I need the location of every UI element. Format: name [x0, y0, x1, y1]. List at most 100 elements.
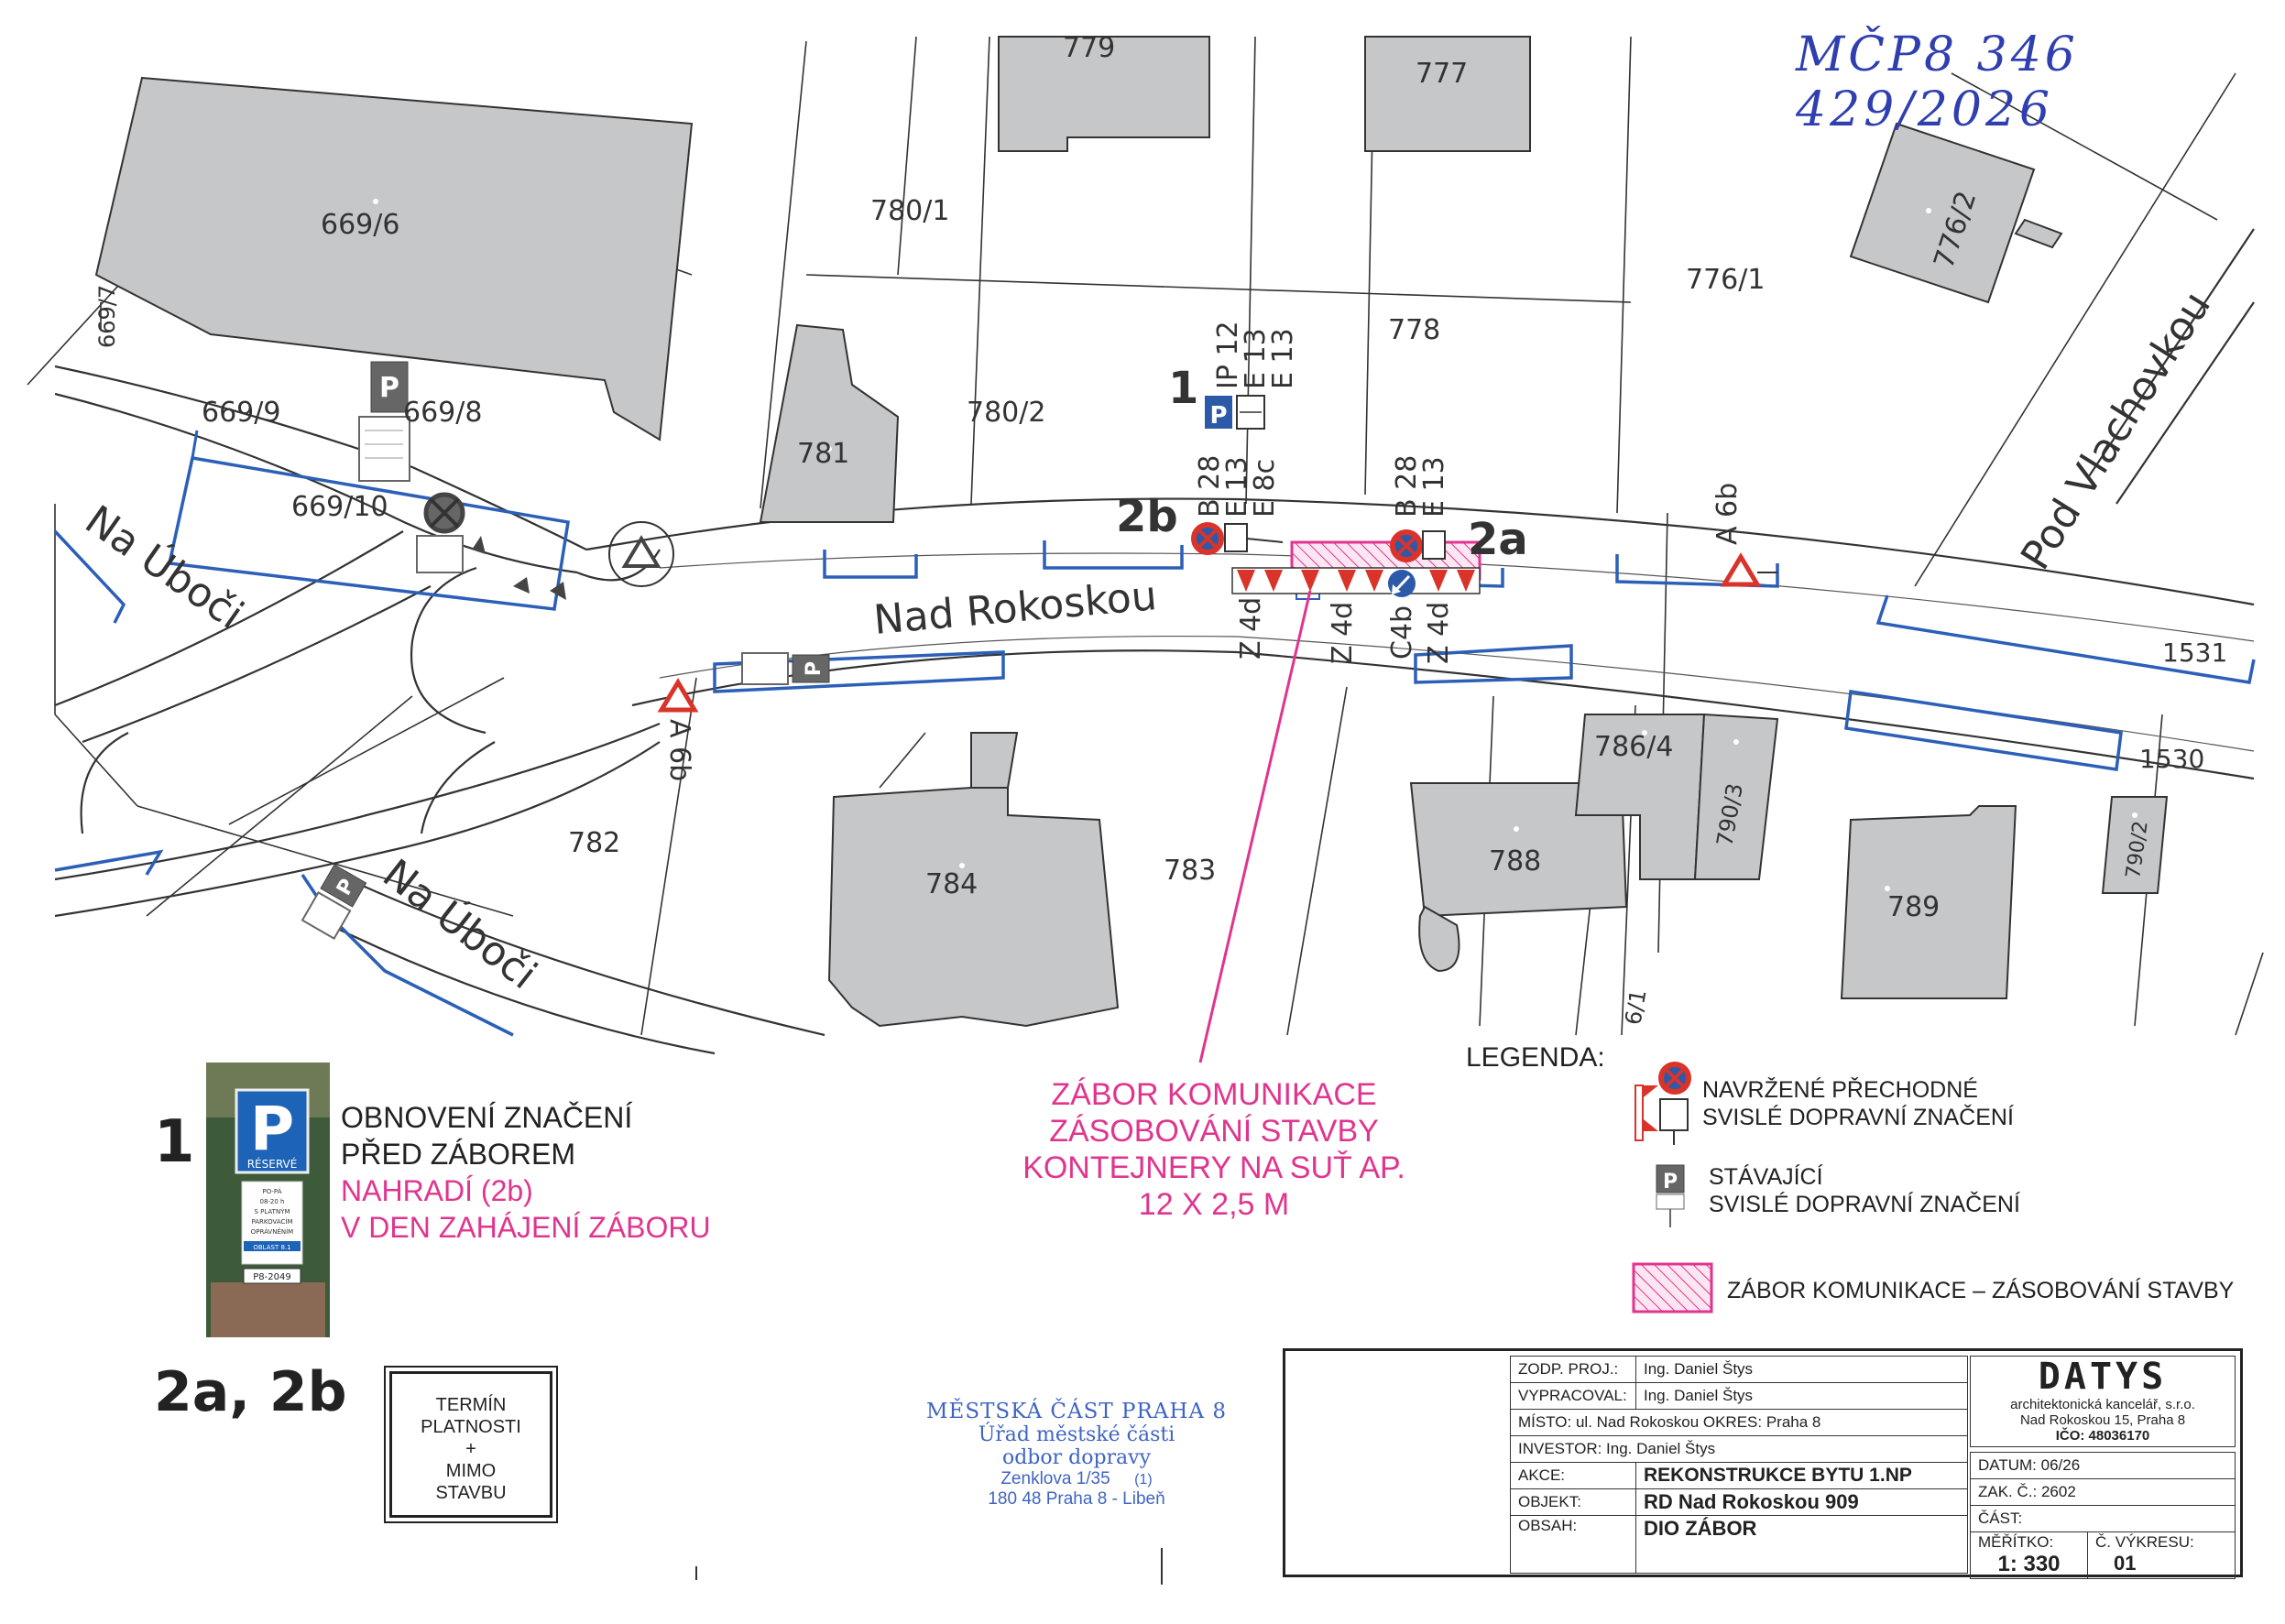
svg-text:1531: 1531 [2162, 638, 2227, 668]
box-line-3: + [465, 1439, 476, 1459]
svg-text:776/1: 776/1 [1686, 264, 1765, 296]
svg-text:778: 778 [1388, 314, 1440, 346]
box-line-2: PLATNOSTI [421, 1417, 521, 1437]
stamp-line-5: 180 48 Praha 8 - Libeň [988, 1489, 1165, 1509]
vyprac-value: Ing. Daniel Štys [1635, 1382, 1968, 1410]
callout-leader [1198, 590, 1312, 1063]
svg-text:669/6: 669/6 [321, 209, 399, 241]
photo-plate-line-1: PO-PÁ [262, 1187, 281, 1195]
photo-p-letter: P [250, 1094, 294, 1164]
svg-text:P: P [1663, 1171, 1678, 1193]
objekt-value: RD Nad Rokoskou 909 [1635, 1488, 1968, 1516]
cislo-cell: Č. VÝKRESU: 01 [2087, 1531, 2236, 1579]
company-line-1: architektonická kancelář, s.r.o. [2010, 1397, 2195, 1412]
p-letter: P [1209, 402, 1227, 430]
svg-text:669/7: 669/7 [94, 285, 120, 348]
callout-line-2: ZÁSOBOVÁNÍ STAVBY [1049, 1114, 1379, 1149]
stamp-line-3: odbor dopravy [1001, 1446, 1152, 1469]
svg-text:781: 781 [797, 438, 849, 470]
legend-existing-line-1: STÁVAJÍCÍ [1709, 1164, 1823, 1190]
stamp-line-1: MĚSTSKÁ ČÁST PRAHA 8 [926, 1400, 1227, 1423]
group2a-label: 2a [1468, 514, 1528, 565]
street-nad-rokoskou: Nad Rokoskou [872, 572, 1159, 644]
photo-plate-line-4: PARKOVACÍM [251, 1217, 292, 1226]
note1-number: 1 [154, 1108, 195, 1176]
note1-line-3: NAHRADÍ (2b) [341, 1174, 533, 1207]
title-block-right: DATUM: 06/26 ZAK. Č.: 2602 ČÁST: MĚŘÍTKO… [1969, 1452, 2236, 1579]
note2-label: 2a, 2b [154, 1360, 347, 1424]
sign-z4d-3: Z 4d [1423, 602, 1455, 664]
svg-text:669/8: 669/8 [403, 397, 482, 429]
sign-e13-b: E 13 [1267, 328, 1299, 389]
cislo-value: 01 [2114, 1552, 2137, 1575]
callout-line-3: KONTEJNERY NA SUŤ AP. [1022, 1150, 1405, 1185]
zodp-value: Ing. Daniel Štys [1635, 1356, 1968, 1383]
svg-text:784: 784 [925, 868, 978, 900]
legend-title: LEGENDA: [1466, 1042, 1605, 1073]
parcel-labels: 669/6 669/7 669/9 669/8 669/10 780/1 780… [94, 32, 2227, 1027]
legend-item-closure: ZÁBOR KOMUNIKACE – ZÁSOBOVÁNÍ STAVBY [1727, 1278, 2235, 1303]
zak-cell: ZAK. Č.: 2602 [1970, 1478, 2236, 1506]
note1-line-2: PŘED ZÁBOREM [341, 1138, 576, 1171]
box-line-4: MIMO [445, 1461, 497, 1481]
meritko-value: 1: 330 [1997, 1552, 2061, 1576]
warning-sign-a6b-bottom [657, 678, 699, 713]
svg-text:669/9: 669/9 [202, 397, 280, 429]
meritko-cell: MĚŘÍTKO: 1: 330 [1969, 1531, 2089, 1579]
svg-text:789: 789 [1887, 891, 1940, 923]
photo-plate-line-2: 08-20 h [259, 1198, 284, 1205]
svg-text:780/1: 780/1 [870, 195, 949, 227]
parking-sign-existing-2: P [741, 652, 830, 685]
company-ico: IČO: 48036170 [2055, 1428, 2150, 1444]
box-line-5: STAVBU [435, 1483, 507, 1503]
sign-e13-right: E 13 [1418, 456, 1450, 518]
svg-text:782: 782 [568, 827, 620, 859]
svg-text:777: 777 [1416, 58, 1468, 90]
photo-plate-line-3: S PLATNÝM [254, 1207, 290, 1215]
sign-b28-right: B 28 [1391, 455, 1423, 518]
handwritten-reference: MČP8 346 429/2026 [1796, 27, 2079, 137]
legend-item-proposed: NAVRŽENÉ PŘECHODNÉ SVISLÉ DOPRAVNÍ ZNAČE… [1702, 1076, 2014, 1131]
no-stopping-sign-left [1191, 522, 1284, 555]
warning-sign-existing [608, 521, 674, 587]
vyprac-label: VYPRACOVAL: [1510, 1382, 1636, 1410]
callout-line-4: 12 X 2,5 M [1138, 1187, 1290, 1222]
street-pod-vlachovkou: Pod Vlachovkou [2012, 284, 2220, 578]
akce-value: REKONSTRUKCE BYTU 1.NP [1635, 1462, 1968, 1489]
obsah-label: OBSAH: [1510, 1515, 1636, 1574]
stamp-line-2: Úřad městské části [978, 1423, 1175, 1446]
note1-text: OBNOVENÍ ZNAČENÍ PŘED ZÁBOREM NAHRADÍ (2… [341, 1099, 726, 1246]
street-na-uboci-top: Na Úboči [77, 496, 253, 639]
zodp-label: ZODP. PROJ.: [1510, 1356, 1636, 1383]
cast-cell: ČÁST: [1970, 1505, 2236, 1532]
parking-sign-existing-1: P [358, 361, 410, 482]
photo-oblast: OBLAST 8.1 [253, 1244, 290, 1251]
street-na-uboci-bottom: Na Úboči [374, 849, 546, 998]
title-block-frame [1283, 1348, 2243, 1577]
akce-label: AKCE: [1510, 1462, 1636, 1489]
authority-stamp: MĚSTSKÁ ČÁST PRAHA 8 Úřad městské části … [921, 1400, 1232, 1510]
sign-a6b-bottom: A 6b [663, 719, 695, 781]
parking-ticks [191, 430, 199, 459]
objekt-label: OBJEKT: [1510, 1488, 1636, 1516]
buildings [94, 36, 2169, 1028]
svg-text:779: 779 [1063, 32, 1115, 64]
svg-text:P: P [803, 661, 825, 676]
box-line-1: TERMÍN [435, 1395, 507, 1415]
note1-sign-photo: P RÉSERVÉ PO-PÁ 08-20 h S PLATNÝM PARKOV… [206, 1063, 330, 1337]
legend-symbols: P [1632, 1062, 1713, 1313]
svg-text:6/1: 6/1 [1620, 987, 1651, 1027]
company-line-2: Nad Rokoskou 15, Praha 8 [2019, 1412, 2186, 1428]
sign-z4d-1: Z 4d [1235, 597, 1267, 659]
no-stopping-sign-existing [416, 492, 465, 573]
sign-e13-left: E 13 [1221, 456, 1253, 518]
photo-plate-number: P8-2049 [253, 1272, 290, 1282]
svg-text:786/4: 786/4 [1594, 731, 1673, 763]
existing-sign-marks [472, 536, 566, 600]
note1-line-1: OBNOVENÍ ZNAČENÍ [341, 1101, 633, 1134]
parking-sign-existing-3: P [301, 864, 367, 941]
sign-b28-left: B 28 [1194, 455, 1226, 518]
warning-sign-a6b-top [1720, 552, 1777, 587]
